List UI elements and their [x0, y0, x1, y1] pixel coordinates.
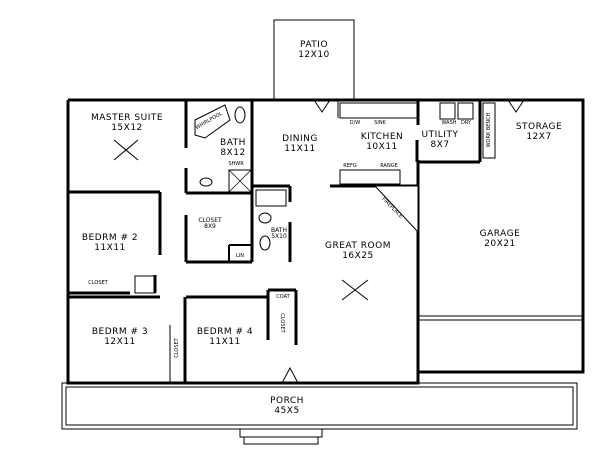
wash-label: WASH: [441, 120, 457, 126]
ceiling-fan-icon: [113, 139, 139, 161]
dry-label: DRY: [460, 120, 472, 126]
refrigerator-label: REFG: [343, 163, 357, 169]
work-bench: [482, 102, 496, 159]
exterior-wall: [68, 98, 585, 374]
patio-outline: [273, 19, 355, 101]
work-bench-label: WORK BENCH: [486, 112, 492, 148]
range-label: RANGE: [380, 163, 398, 169]
porch-outline: [61, 382, 578, 430]
fireplace-shape: [373, 185, 419, 234]
dryer: [457, 102, 474, 120]
washer: [439, 102, 456, 120]
whirlpool-tub: [194, 104, 231, 139]
bedrm3-closet-label: CLOSET: [174, 338, 180, 358]
sink-icon: [259, 235, 271, 251]
sink-label: SINK: [374, 120, 386, 126]
kitchen-counter: [339, 102, 419, 119]
sink-icon: [199, 177, 213, 187]
shower-label: SHWR: [228, 161, 244, 167]
coat-closet-label: COAT: [276, 294, 290, 300]
bedrm4-closet-label: CLOSET: [279, 313, 285, 333]
bedrm2-closet-label: CLOSET: [88, 280, 108, 286]
dishwasher-label: D/W: [349, 120, 361, 126]
steps: [243, 436, 319, 445]
steps: [239, 428, 323, 438]
toilet-icon: [258, 212, 272, 224]
bathtub: [255, 189, 287, 207]
toilet-icon: [234, 106, 246, 124]
ceiling-fan-icon: [341, 279, 369, 301]
linen-closet-label: LIN: [235, 253, 245, 259]
